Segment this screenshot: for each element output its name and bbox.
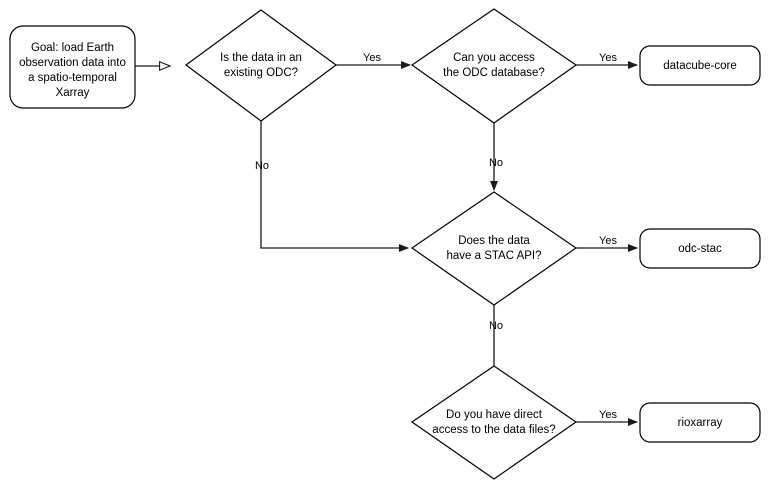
edge-label-yes-stac-api: Yes xyxy=(599,235,617,247)
edge-label-no-stac-api: No xyxy=(489,320,503,332)
node-result-datacube-core-label: datacube-core xyxy=(663,60,737,72)
node-decision-odc-database-line-2: the ODC database? xyxy=(443,67,545,79)
node-goal-line-4: Xarray xyxy=(56,87,90,99)
edge-odc-database-yes: Yes xyxy=(576,52,638,69)
node-goal-line-3: a spatio-temporal xyxy=(28,72,117,84)
node-decision-existing-odc[interactable]: Is the data in an existing ODC? xyxy=(184,9,338,122)
node-decision-direct-access-line-2: access to the data files? xyxy=(432,424,555,436)
node-decision-existing-odc-line-1: Is the data in an xyxy=(220,52,302,64)
edge-existing-odc-yes: Yes xyxy=(336,52,411,69)
edge-label-no-odc-database: No xyxy=(489,157,503,169)
node-result-rioxarray-label: rioxarray xyxy=(678,417,723,429)
edge-stac-api-yes: Yes xyxy=(576,235,638,252)
edge-direct-access-yes: Yes xyxy=(576,409,638,426)
node-result-odc-stac-shape[interactable] xyxy=(639,228,761,269)
node-result-rioxarray-shape[interactable] xyxy=(639,402,761,443)
node-decision-existing-odc-shape[interactable] xyxy=(184,9,338,122)
node-decision-direct-access-shape[interactable] xyxy=(410,365,578,480)
node-decision-odc-database-line-1: Can you access xyxy=(453,52,535,64)
node-decision-direct-access[interactable]: Do you have direct access to the data fi… xyxy=(410,365,578,480)
node-decision-stac-api-line-1: Does the data xyxy=(458,235,530,247)
node-decision-odc-database[interactable]: Can you access the ODC database? xyxy=(410,8,578,124)
node-decision-existing-odc-line-2: existing ODC? xyxy=(224,67,298,79)
edge-label-no-existing-odc: No xyxy=(255,160,269,172)
node-goal-line-1: Goal: load Earth xyxy=(31,42,114,54)
node-goal-shape[interactable] xyxy=(9,25,136,109)
node-result-rioxarray[interactable]: rioxarray xyxy=(639,402,761,443)
node-result-odc-stac-label: odc-stac xyxy=(678,243,722,255)
node-goal[interactable]: Goal: load Earth observation data into a… xyxy=(9,25,136,109)
node-decision-direct-access-line-1: Do you have direct xyxy=(446,409,543,421)
node-goal-line-2: observation data into xyxy=(19,57,126,69)
node-decision-stac-api[interactable]: Does the data have a STAC API? xyxy=(410,191,578,306)
edge-existing-odc-no: No xyxy=(255,121,409,252)
node-decision-stac-api-line-2: have a STAC API? xyxy=(446,250,541,262)
node-result-datacube-core-shape[interactable] xyxy=(639,45,761,86)
node-result-datacube-core[interactable]: datacube-core xyxy=(639,45,761,86)
edge-label-yes-direct-access: Yes xyxy=(599,409,617,421)
node-decision-stac-api-shape[interactable] xyxy=(410,191,578,306)
edge-label-yes-odc-database: Yes xyxy=(599,52,617,64)
node-result-odc-stac[interactable]: odc-stac xyxy=(639,228,761,269)
node-decision-odc-database-shape[interactable] xyxy=(410,8,578,124)
edge-label-yes-existing-odc: Yes xyxy=(363,52,381,64)
edge-stac-api-no: No xyxy=(489,305,503,366)
edge-odc-database-no: No xyxy=(489,123,503,191)
